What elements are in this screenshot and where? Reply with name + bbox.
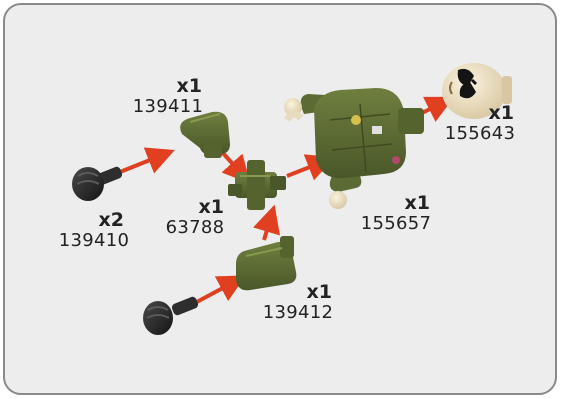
- part-label-139410: x2 139410: [54, 211, 134, 250]
- part-label-139412: x1 139412: [258, 283, 338, 322]
- part-qty: x1: [128, 77, 208, 96]
- foot-boot-icon: [143, 296, 199, 335]
- part-number: 139410: [54, 232, 134, 250]
- part-label-155643: x1 155643: [440, 104, 520, 143]
- foot-boot-icon: [72, 166, 123, 201]
- arrow-hip-to-torso: [287, 163, 320, 176]
- part-label-155657: x1 155657: [356, 194, 436, 233]
- torso-icon: [284, 88, 424, 209]
- part-qty: x1: [160, 198, 230, 217]
- arrow-lower-leg-to-hip: [264, 220, 270, 240]
- part-number: 139411: [128, 98, 208, 116]
- part-number: 139412: [258, 304, 338, 322]
- part-qty: x2: [54, 211, 134, 230]
- upper-leg-icon: [180, 112, 230, 158]
- part-number: 155643: [440, 125, 520, 143]
- arrow-foot-to-upper-leg: [120, 156, 160, 172]
- arrow-upper-leg-to-hip: [222, 152, 240, 172]
- part-qty: x1: [258, 283, 338, 302]
- part-qty: x1: [440, 104, 520, 123]
- part-qty: x1: [356, 194, 436, 213]
- part-label-63788: x1 63788: [160, 198, 230, 237]
- part-number: 155657: [356, 215, 436, 233]
- part-label-139411: x1 139411: [128, 77, 208, 116]
- part-number: 63788: [160, 219, 230, 237]
